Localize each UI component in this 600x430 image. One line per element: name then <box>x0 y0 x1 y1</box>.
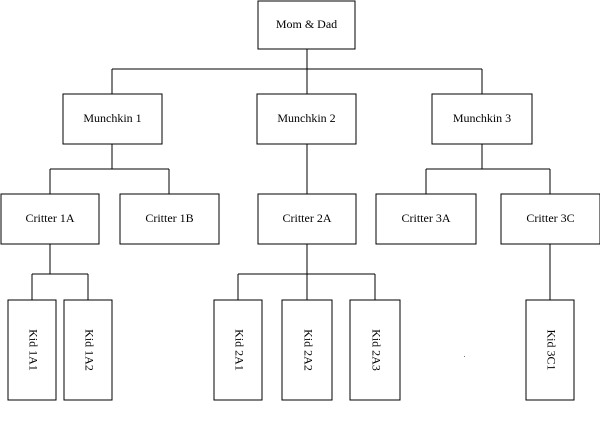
node-label: Kid 2A1 <box>232 329 246 371</box>
node-munchkin-1: Munchkin 1 <box>62 93 163 145</box>
node-box <box>0 193 100 245</box>
node-label: Critter 3A <box>402 211 451 225</box>
node-box <box>119 193 220 245</box>
node-box <box>257 0 356 50</box>
node-critter-3c: Critter 3C <box>500 193 600 245</box>
node-label: Munchkin 2 <box>277 111 335 125</box>
node-kid-3c1: Kid 3C1 <box>525 299 575 401</box>
node-kid-2a3: Kid 2A3 <box>349 299 401 401</box>
node-box <box>7 299 57 401</box>
node-kid-2a2: Kid 2A2 <box>281 299 333 401</box>
node-label: Munchkin 1 <box>83 111 141 125</box>
node-label: Kid 3C1 <box>544 329 558 370</box>
node-box <box>213 299 263 401</box>
node-box <box>256 93 357 145</box>
node-kid-1a2: Kid 1A2 <box>63 299 113 401</box>
node-critter-2a: Critter 2A <box>257 193 357 245</box>
node-label: Kid 2A3 <box>369 329 383 371</box>
node-label: Kid 1A2 <box>82 329 96 371</box>
node-kid-1a1: Kid 1A1 <box>7 299 57 401</box>
connector-lines <box>31 49 551 300</box>
node-critter-1b: Critter 1B <box>119 193 220 245</box>
node-critter-1a: Critter 1A <box>0 193 100 245</box>
node-label: Critter 3C <box>526 211 574 225</box>
node-box <box>431 93 533 145</box>
node-label: Munchkin 3 <box>453 111 511 125</box>
node-munchkin-2: Munchkin 2 <box>256 93 357 145</box>
node-box <box>63 299 113 401</box>
node-box <box>500 193 600 245</box>
node-label: Critter 1A <box>26 211 75 225</box>
node-box <box>281 299 333 401</box>
node-box <box>349 299 401 401</box>
node-box <box>62 93 163 145</box>
node-kid-2a1: Kid 2A1 <box>213 299 263 401</box>
node-box <box>375 193 477 245</box>
node-label: Kid 2A2 <box>301 329 315 371</box>
node-label: Mom & Dad <box>276 17 337 31</box>
stray-dot <box>464 356 465 357</box>
node-box <box>525 299 575 401</box>
node-critter-3a: Critter 3A <box>375 193 477 245</box>
node-label: Critter 2A <box>283 211 332 225</box>
node-box <box>257 193 357 245</box>
node-munchkin-3: Munchkin 3 <box>431 93 533 145</box>
node-mom-and-dad: Mom & Dad <box>257 0 356 50</box>
node-label: Critter 1B <box>145 211 193 225</box>
node-label: Kid 1A1 <box>26 329 40 371</box>
